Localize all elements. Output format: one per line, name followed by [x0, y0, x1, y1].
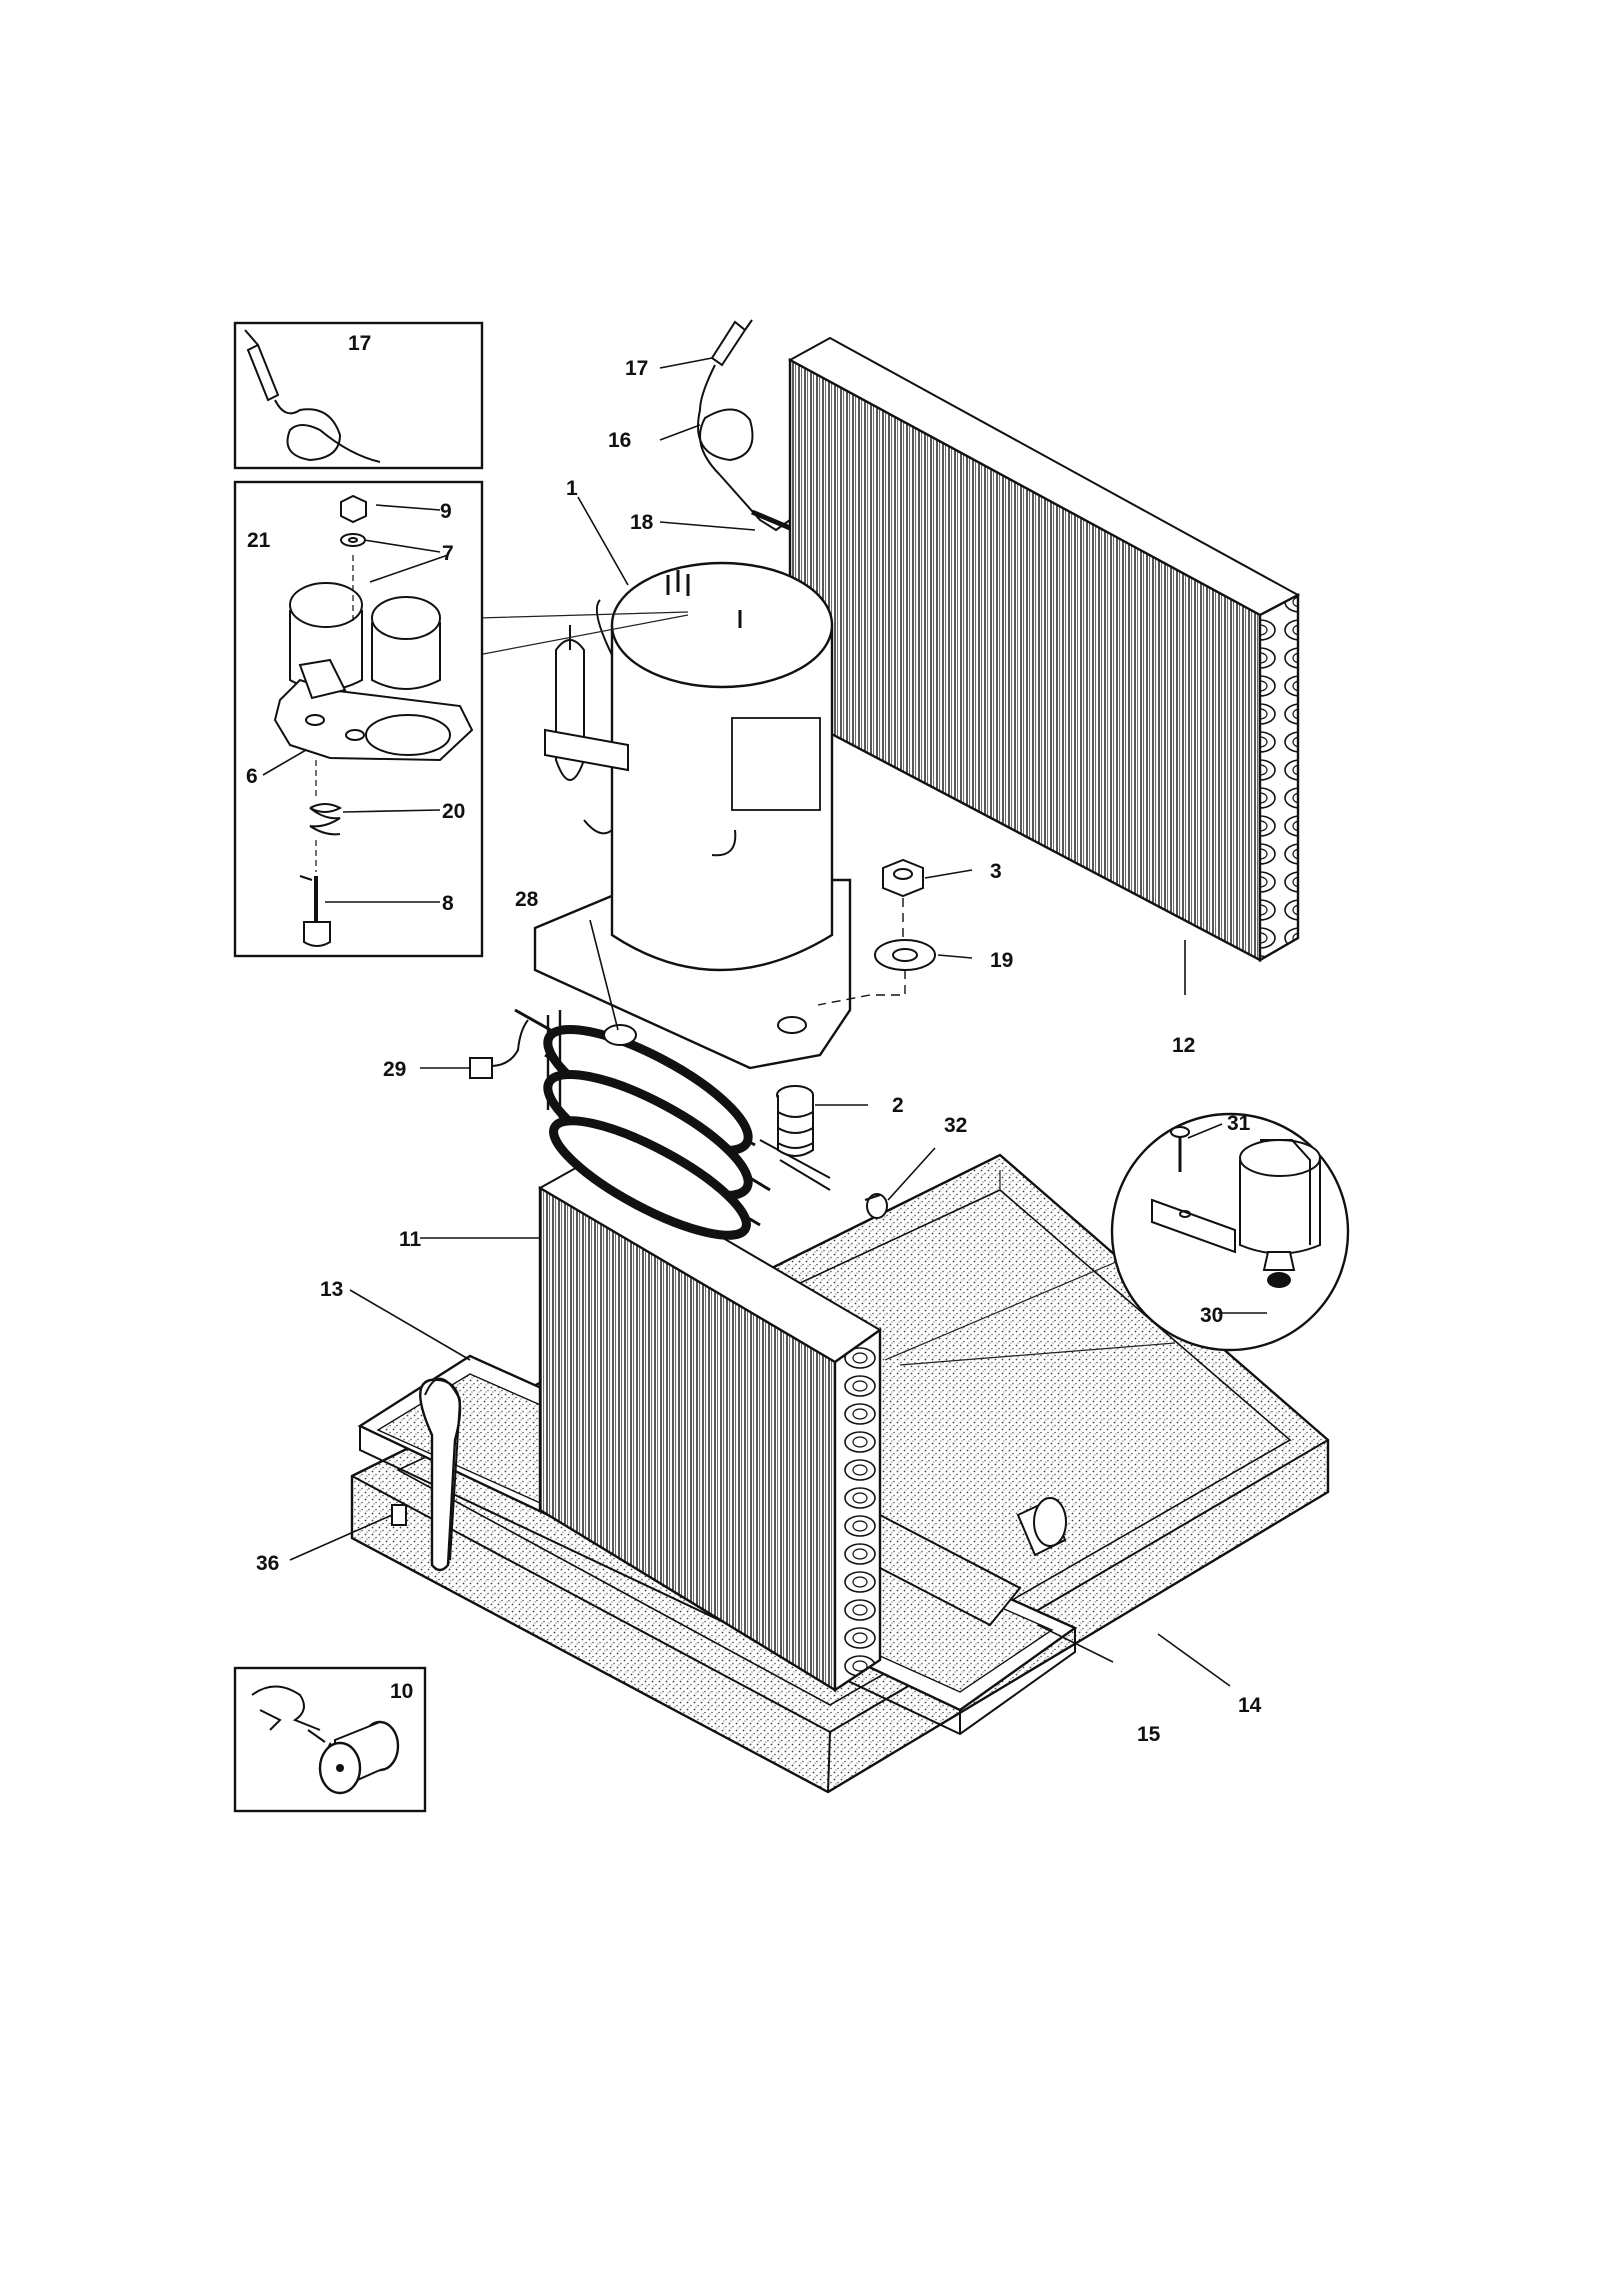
callout-10: 10: [390, 1680, 413, 1703]
callout-1: 1: [566, 477, 578, 500]
suction-line: [596, 599, 613, 656]
callout-31: 31: [1227, 1112, 1251, 1135]
callout-32: 32: [944, 1114, 967, 1137]
drain-tube: [864, 1193, 888, 1219]
inset-pointer-lines: [477, 611, 689, 656]
callout-21: 21: [247, 529, 271, 552]
callout-8: 8: [442, 892, 454, 915]
callout-13: 13: [320, 1278, 343, 1301]
inset-capillary-tube: [233, 321, 484, 470]
callout-14: 14: [1238, 1694, 1262, 1717]
callout-11: 11: [399, 1228, 422, 1251]
callout-3: 3: [990, 860, 1002, 883]
callout-17: 17: [625, 357, 648, 380]
callout-29: 29: [383, 1058, 406, 1081]
callout-12: 12: [1172, 1034, 1195, 1057]
callout-2: 2: [892, 1094, 904, 1117]
condenser-coil: [787, 336, 1301, 963]
leader-lines: [262, 357, 1267, 1687]
handle-strap: [391, 1377, 462, 1572]
callout-7: 7: [442, 542, 454, 565]
inset-detail-circle: [884, 1112, 1350, 1366]
mounting-grommet: [776, 1085, 814, 1157]
evaporator-coil: [537, 1158, 882, 1693]
callout-15: 15: [1137, 1723, 1161, 1746]
callout-36: 36: [256, 1552, 279, 1575]
assembly-guide-line: [817, 898, 906, 1006]
heater-assembly: [514, 1008, 831, 1240]
callout-9: 9: [440, 500, 452, 523]
callout-20: 20: [442, 800, 465, 823]
inset-mounting-clip: [233, 1666, 427, 1813]
compressor: [533, 561, 852, 1070]
duct-bracket: [853, 1497, 1067, 1627]
callout-28: 28: [515, 888, 539, 911]
inset-compressor-mounting: [233, 480, 484, 958]
capillary-tube-assembly: [697, 319, 791, 532]
mounting-washer: [874, 939, 936, 971]
callout-17-inset: 17: [348, 332, 371, 355]
callout-18: 18: [630, 511, 654, 534]
callout-6: 6: [246, 765, 258, 788]
callout-30: 30: [1200, 1304, 1223, 1327]
wire-harness-connector: [469, 1019, 529, 1079]
mounting-nut: [882, 858, 924, 898]
callout-19: 19: [990, 949, 1013, 972]
callout-16: 16: [608, 429, 631, 452]
